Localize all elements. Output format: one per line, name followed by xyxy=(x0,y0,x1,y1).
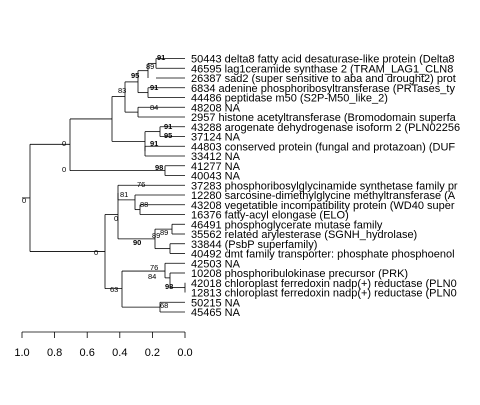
support-value: 83 xyxy=(118,86,126,95)
support-value: 91 xyxy=(150,139,158,148)
leaf-label: 44486 peptidase m50 (S2P-M50_like_2) xyxy=(191,93,388,105)
support-value: 90 xyxy=(133,238,141,247)
axis-tick-label: 0.4 xyxy=(112,347,127,359)
leaf-label: 12813 chloroplast ferredoxin nadp(+) red… xyxy=(191,288,457,300)
leaf-label: 48208 NA xyxy=(191,102,241,114)
support-value: 68 xyxy=(160,301,168,310)
leaf-label: 33412 NA xyxy=(191,151,241,163)
distance-axis: 1.0 0.8 0.6 0.4 0.2 0.0 xyxy=(14,331,193,359)
support-value: 91 xyxy=(157,53,165,62)
support-value: 0 xyxy=(62,165,66,174)
tree-branches xyxy=(22,58,186,313)
support-value: 91 xyxy=(164,122,172,131)
support-value: 88 xyxy=(140,200,148,209)
leaf-label: 43288 arogenate dehydrogenase isoform 2 … xyxy=(191,122,460,134)
leaf-label: 40043 NA xyxy=(191,171,241,183)
support-value: 76 xyxy=(137,180,145,189)
leaf-label: 16376 fatty-acyl elongase (ELO) xyxy=(191,210,349,222)
leaf-label: 50215 NA xyxy=(191,297,241,309)
support-values: 9189959183849195910980768188089908909884… xyxy=(22,53,173,310)
leaf-label: 37124 NA xyxy=(191,132,241,144)
axis-tick-label: 0.2 xyxy=(145,347,160,359)
leaf-label: 6834 adenine phosphoribosyltransferase (… xyxy=(191,83,455,95)
leaf-label: 42018 chloroplast ferredoxin nadp(+) red… xyxy=(191,278,457,290)
axis-tick-label: 1.0 xyxy=(14,347,29,359)
support-value: 0 xyxy=(22,196,26,205)
leaf-label: 46491 phosphoglycerate mutase family xyxy=(191,219,383,231)
axis-tick-label: 0.8 xyxy=(47,347,62,359)
support-value: 95 xyxy=(131,71,139,80)
support-value: 98 xyxy=(155,163,163,172)
support-value: 89 xyxy=(152,231,160,240)
leaf-label: 46595 lag1ceramide synthase 2 (TRAM_LAG1… xyxy=(191,63,453,75)
leaf-label: 41277 NA xyxy=(191,161,241,173)
axis-tick-label: 0.6 xyxy=(80,347,95,359)
leaf-label: 50443 delta8 fatty acid desaturase-like … xyxy=(191,54,455,66)
leaf-labels: 50443 delta8 fatty acid desaturase-like … xyxy=(191,54,460,320)
leaf-label: 33844 (PsbP superfamily) xyxy=(191,239,317,251)
support-value: 89 xyxy=(160,228,168,237)
support-value: 98 xyxy=(165,282,173,291)
support-value: 63 xyxy=(110,285,118,294)
leaf-label: 10208 phosphoribulokinase precursor (PRK… xyxy=(191,268,408,280)
leaf-label: 26387 sad2 (super sensitive to aba and d… xyxy=(191,73,456,85)
leaf-label: 35562 related arylesterase (SGNH_hydrola… xyxy=(191,229,417,241)
support-value: 0 xyxy=(114,214,118,223)
support-value: 0 xyxy=(62,139,66,148)
support-value: 81 xyxy=(120,190,128,199)
leaf-label: 45465 NA xyxy=(191,307,241,319)
support-value: 84 xyxy=(148,272,156,281)
support-value: 84 xyxy=(150,103,158,112)
support-value: 76 xyxy=(150,263,158,272)
support-value: 91 xyxy=(150,83,158,92)
leaf-label: 42503 NA xyxy=(191,258,241,270)
leaf-label: 43208 vegetatible incompatibility protei… xyxy=(191,200,455,212)
leaf-label: 37283 phosphoribosylglycinamide syntheta… xyxy=(191,180,458,192)
leaf-label: 40492 dmt family transporter: phosphate … xyxy=(191,249,455,261)
support-value: 95 xyxy=(164,131,172,140)
support-value: 0 xyxy=(94,248,98,257)
axis-tick-label: 0.0 xyxy=(177,347,192,359)
leaf-label: 12280 sarcosine-dimethylglycine methyltr… xyxy=(191,190,456,202)
leaf-label: 44803 conserved protein (fungal and prot… xyxy=(191,141,455,153)
support-value: 89 xyxy=(146,62,154,71)
leaf-label: 2957 histone acetyltransferase (Bromodom… xyxy=(191,112,457,124)
